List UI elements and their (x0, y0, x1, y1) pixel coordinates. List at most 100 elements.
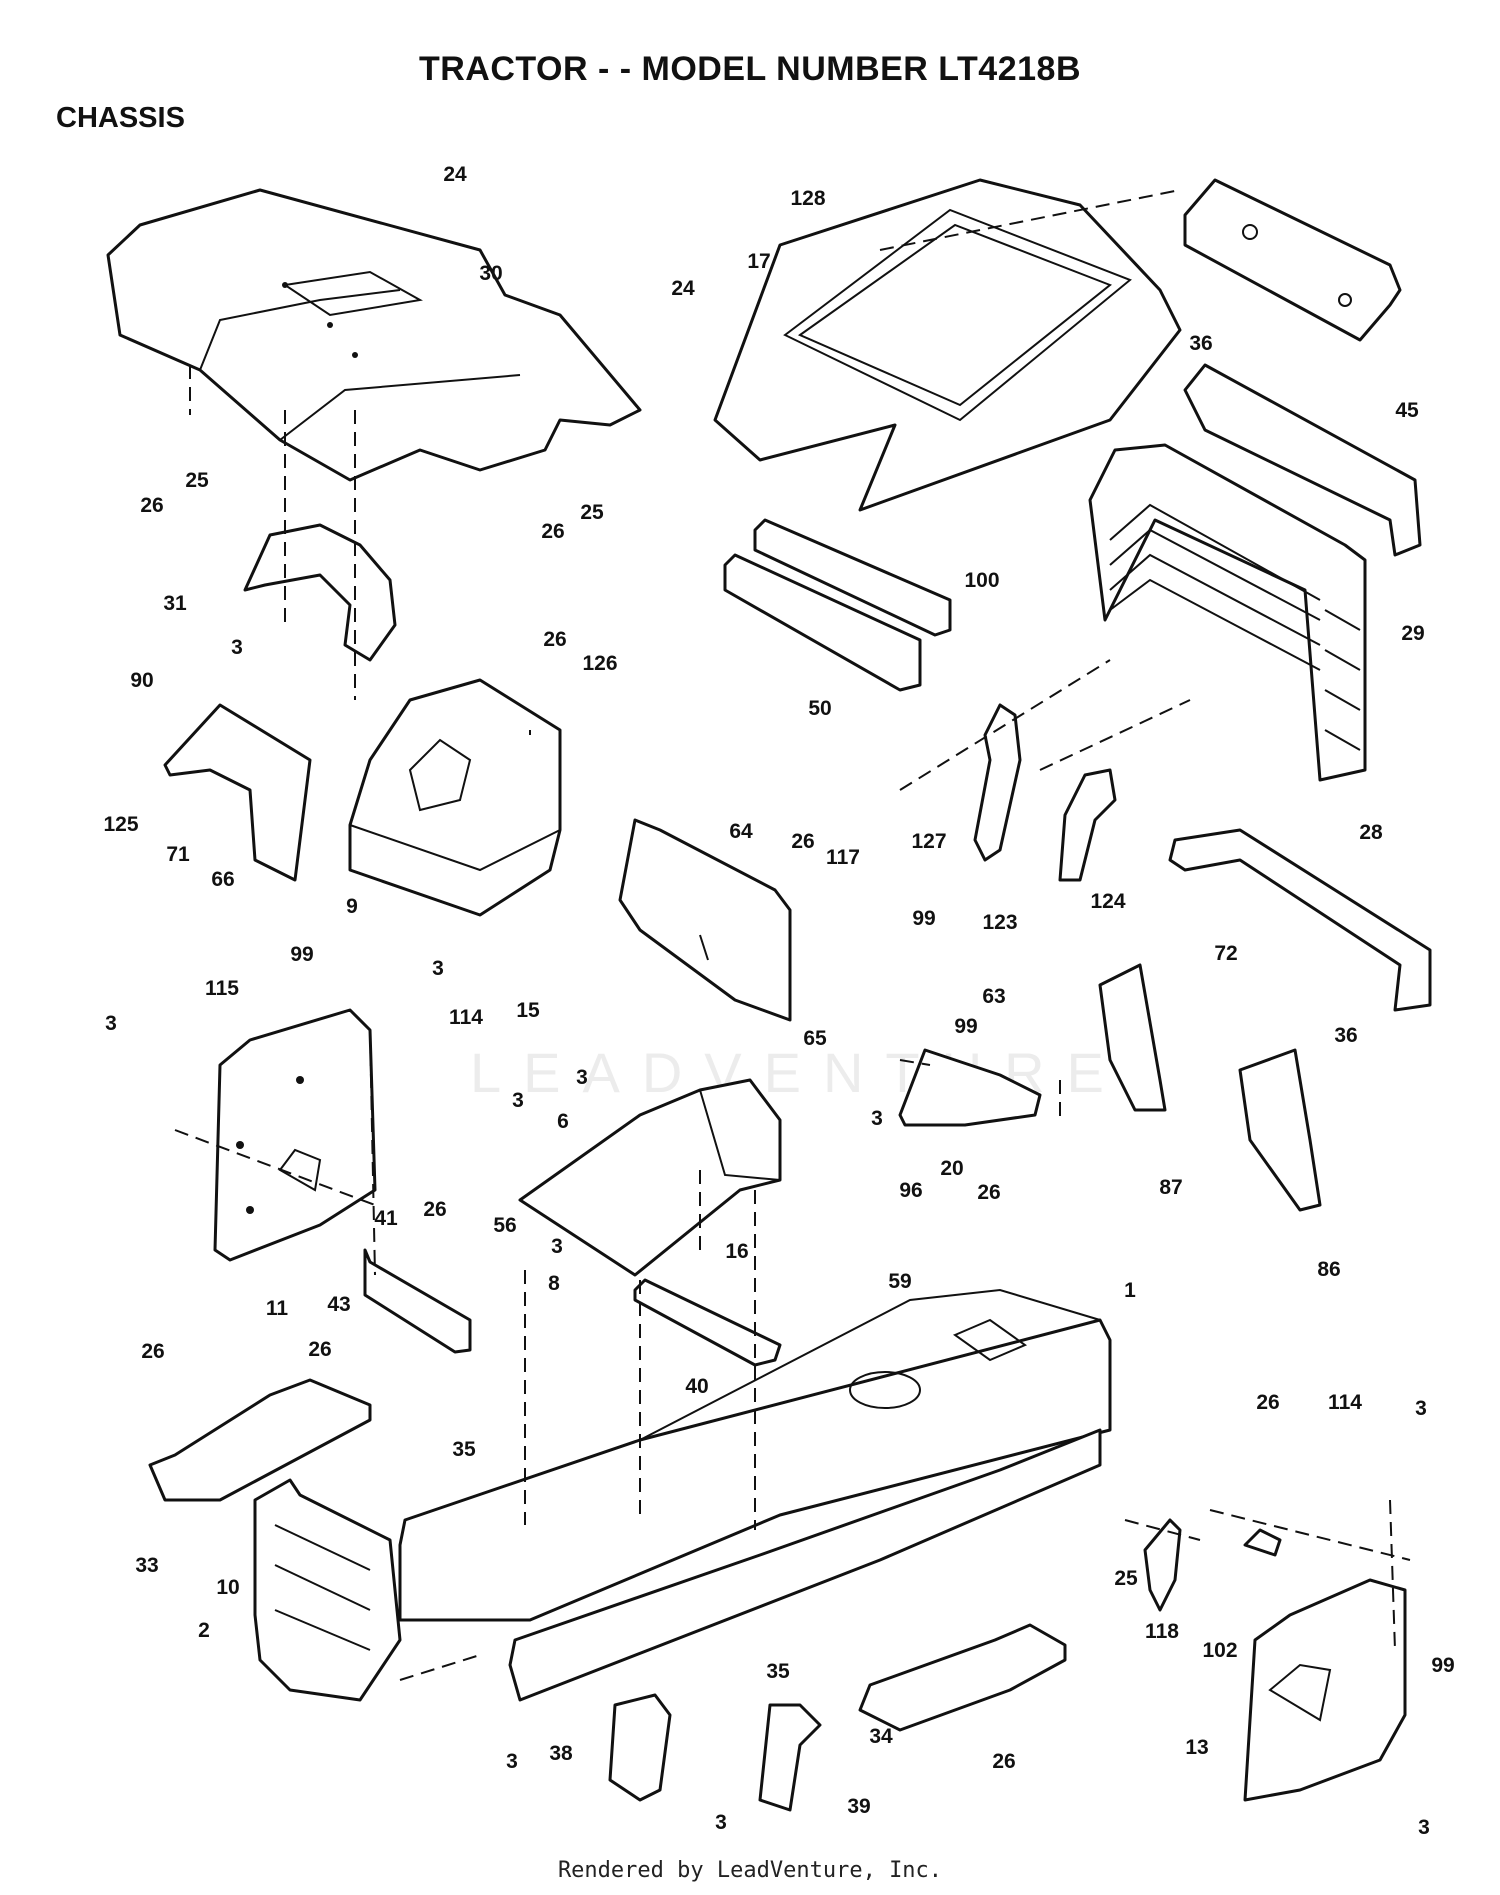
page-title: TRACTOR - - MODEL NUMBER LT4218B (418, 50, 1082, 88)
footer-credit: Rendered by LeadVenture, Inc. (557, 1858, 943, 1883)
part-bracket-20 (898, 1048, 1042, 1127)
callout-c3k: 3 (1418, 1816, 1430, 1839)
callout-c16: 16 (725, 1240, 748, 1263)
callout-c99b: 99 (290, 943, 313, 966)
callout-c26a: 26 (140, 494, 163, 517)
section-heading: CHASSIS (56, 102, 185, 134)
callout-c3a: 3 (231, 636, 243, 659)
callout-c125: 125 (103, 813, 138, 836)
part-side-covers (1098, 963, 1322, 1212)
callout-c20: 20 (940, 1157, 963, 1180)
callout-c13: 13 (1185, 1736, 1208, 1759)
part-grille-brackets (973, 703, 1117, 882)
callout-c3f: 3 (871, 1107, 883, 1130)
callout-c114a: 114 (449, 1006, 483, 1029)
callout-c99c: 99 (954, 1015, 977, 1038)
callout-c25a: 25 (185, 469, 209, 492)
callout-c99a: 99 (912, 907, 935, 930)
callout-c100: 100 (964, 569, 999, 592)
callout-c128: 128 (790, 187, 825, 210)
callout-c38: 38 (549, 1742, 573, 1765)
callout-c50: 50 (808, 697, 831, 720)
callout-c26b: 26 (541, 520, 564, 543)
callout-c26f: 26 (423, 1198, 446, 1221)
callout-c3j: 3 (715, 1811, 727, 1834)
callout-c24a: 24 (443, 163, 467, 186)
callout-c124: 124 (1090, 890, 1125, 913)
callout-c11: 11 (266, 1297, 289, 1320)
callout-c31: 31 (163, 592, 187, 615)
part-hood (713, 178, 1182, 512)
callout-c30: 30 (479, 262, 502, 285)
callout-c17: 17 (747, 250, 770, 273)
callout-c96: 96 (899, 1179, 922, 1202)
callout-c118: 118 (1145, 1620, 1179, 1643)
callout-c29: 29 (1401, 622, 1424, 645)
callout-c41: 41 (374, 1207, 398, 1230)
assembly-lines (174, 189, 1411, 1681)
part-hood-bracket (1183, 178, 1402, 342)
part-floor-plate (518, 1078, 782, 1277)
callout-c1: 1 (1124, 1279, 1136, 1302)
callout-c28: 28 (1359, 821, 1383, 844)
callout-c114b: 114 (1328, 1391, 1362, 1414)
callout-c3b: 3 (432, 957, 444, 980)
callout-c123: 123 (982, 911, 1017, 934)
callout-c3h: 3 (1415, 1397, 1427, 1420)
callout-c15: 15 (516, 999, 540, 1022)
part-fuel-tank (348, 678, 562, 917)
callout-c87: 87 (1159, 1176, 1182, 1199)
part-grille-screen (1183, 363, 1422, 557)
callout-layer: 2430128172436452526262531310029261265090… (103, 163, 1454, 1839)
part-bar-40 (633, 1278, 782, 1367)
callout-c99d: 99 (1431, 1654, 1454, 1677)
part-seat-bracket (243, 523, 397, 662)
callout-c34: 34 (869, 1725, 893, 1748)
callout-c117: 117 (826, 846, 860, 869)
callout-c102: 102 (1202, 1639, 1237, 1662)
callout-c72: 72 (1214, 942, 1237, 965)
part-right-footrest (858, 1623, 1067, 1732)
callout-c43: 43 (327, 1293, 350, 1316)
callout-c36b: 36 (1334, 1024, 1357, 1047)
callout-c66: 66 (211, 868, 234, 891)
callout-c3i: 3 (506, 1750, 518, 1773)
callout-c3e: 3 (512, 1089, 524, 1112)
callout-c40: 40 (685, 1375, 708, 1398)
callout-c90: 90 (130, 669, 153, 692)
callout-c63: 63 (982, 985, 1005, 1008)
part-hood-rails (723, 518, 952, 692)
callout-c26i: 26 (1256, 1391, 1279, 1414)
callout-c26j: 26 (992, 1750, 1015, 1773)
callout-c59: 59 (888, 1270, 911, 1293)
part-main-frame (398, 1288, 1112, 1702)
callout-c64: 64 (729, 820, 753, 843)
callout-c25b: 25 (580, 501, 604, 524)
callout-c86: 86 (1317, 1258, 1340, 1281)
callout-c39: 39 (847, 1795, 870, 1818)
callout-c6: 6 (557, 1110, 569, 1133)
part-grille (1088, 443, 1367, 782)
callout-c10: 10 (216, 1576, 239, 1599)
callout-c26h: 26 (308, 1338, 331, 1361)
callout-c36a: 36 (1189, 332, 1212, 355)
part-brackets-38-39 (608, 1693, 822, 1812)
callout-c71: 71 (166, 843, 190, 866)
part-left-side-plate (213, 1008, 377, 1262)
callout-c65: 65 (803, 1027, 827, 1050)
callout-c8: 8 (548, 1272, 560, 1295)
callout-c33: 33 (135, 1554, 158, 1577)
part-plate-41 (363, 1248, 472, 1354)
callout-c25c: 25 (1114, 1567, 1138, 1590)
callout-c127: 127 (911, 830, 946, 853)
part-front-bumper (1168, 828, 1432, 1012)
part-front-plate (253, 1478, 402, 1702)
part-plate-66 (163, 703, 312, 882)
part-left-footrest (148, 1378, 372, 1502)
part-small-brackets (1143, 1518, 1282, 1612)
callout-c24b: 24 (671, 277, 695, 300)
callout-c35a: 35 (452, 1438, 476, 1461)
callout-c115: 115 (205, 977, 239, 1000)
